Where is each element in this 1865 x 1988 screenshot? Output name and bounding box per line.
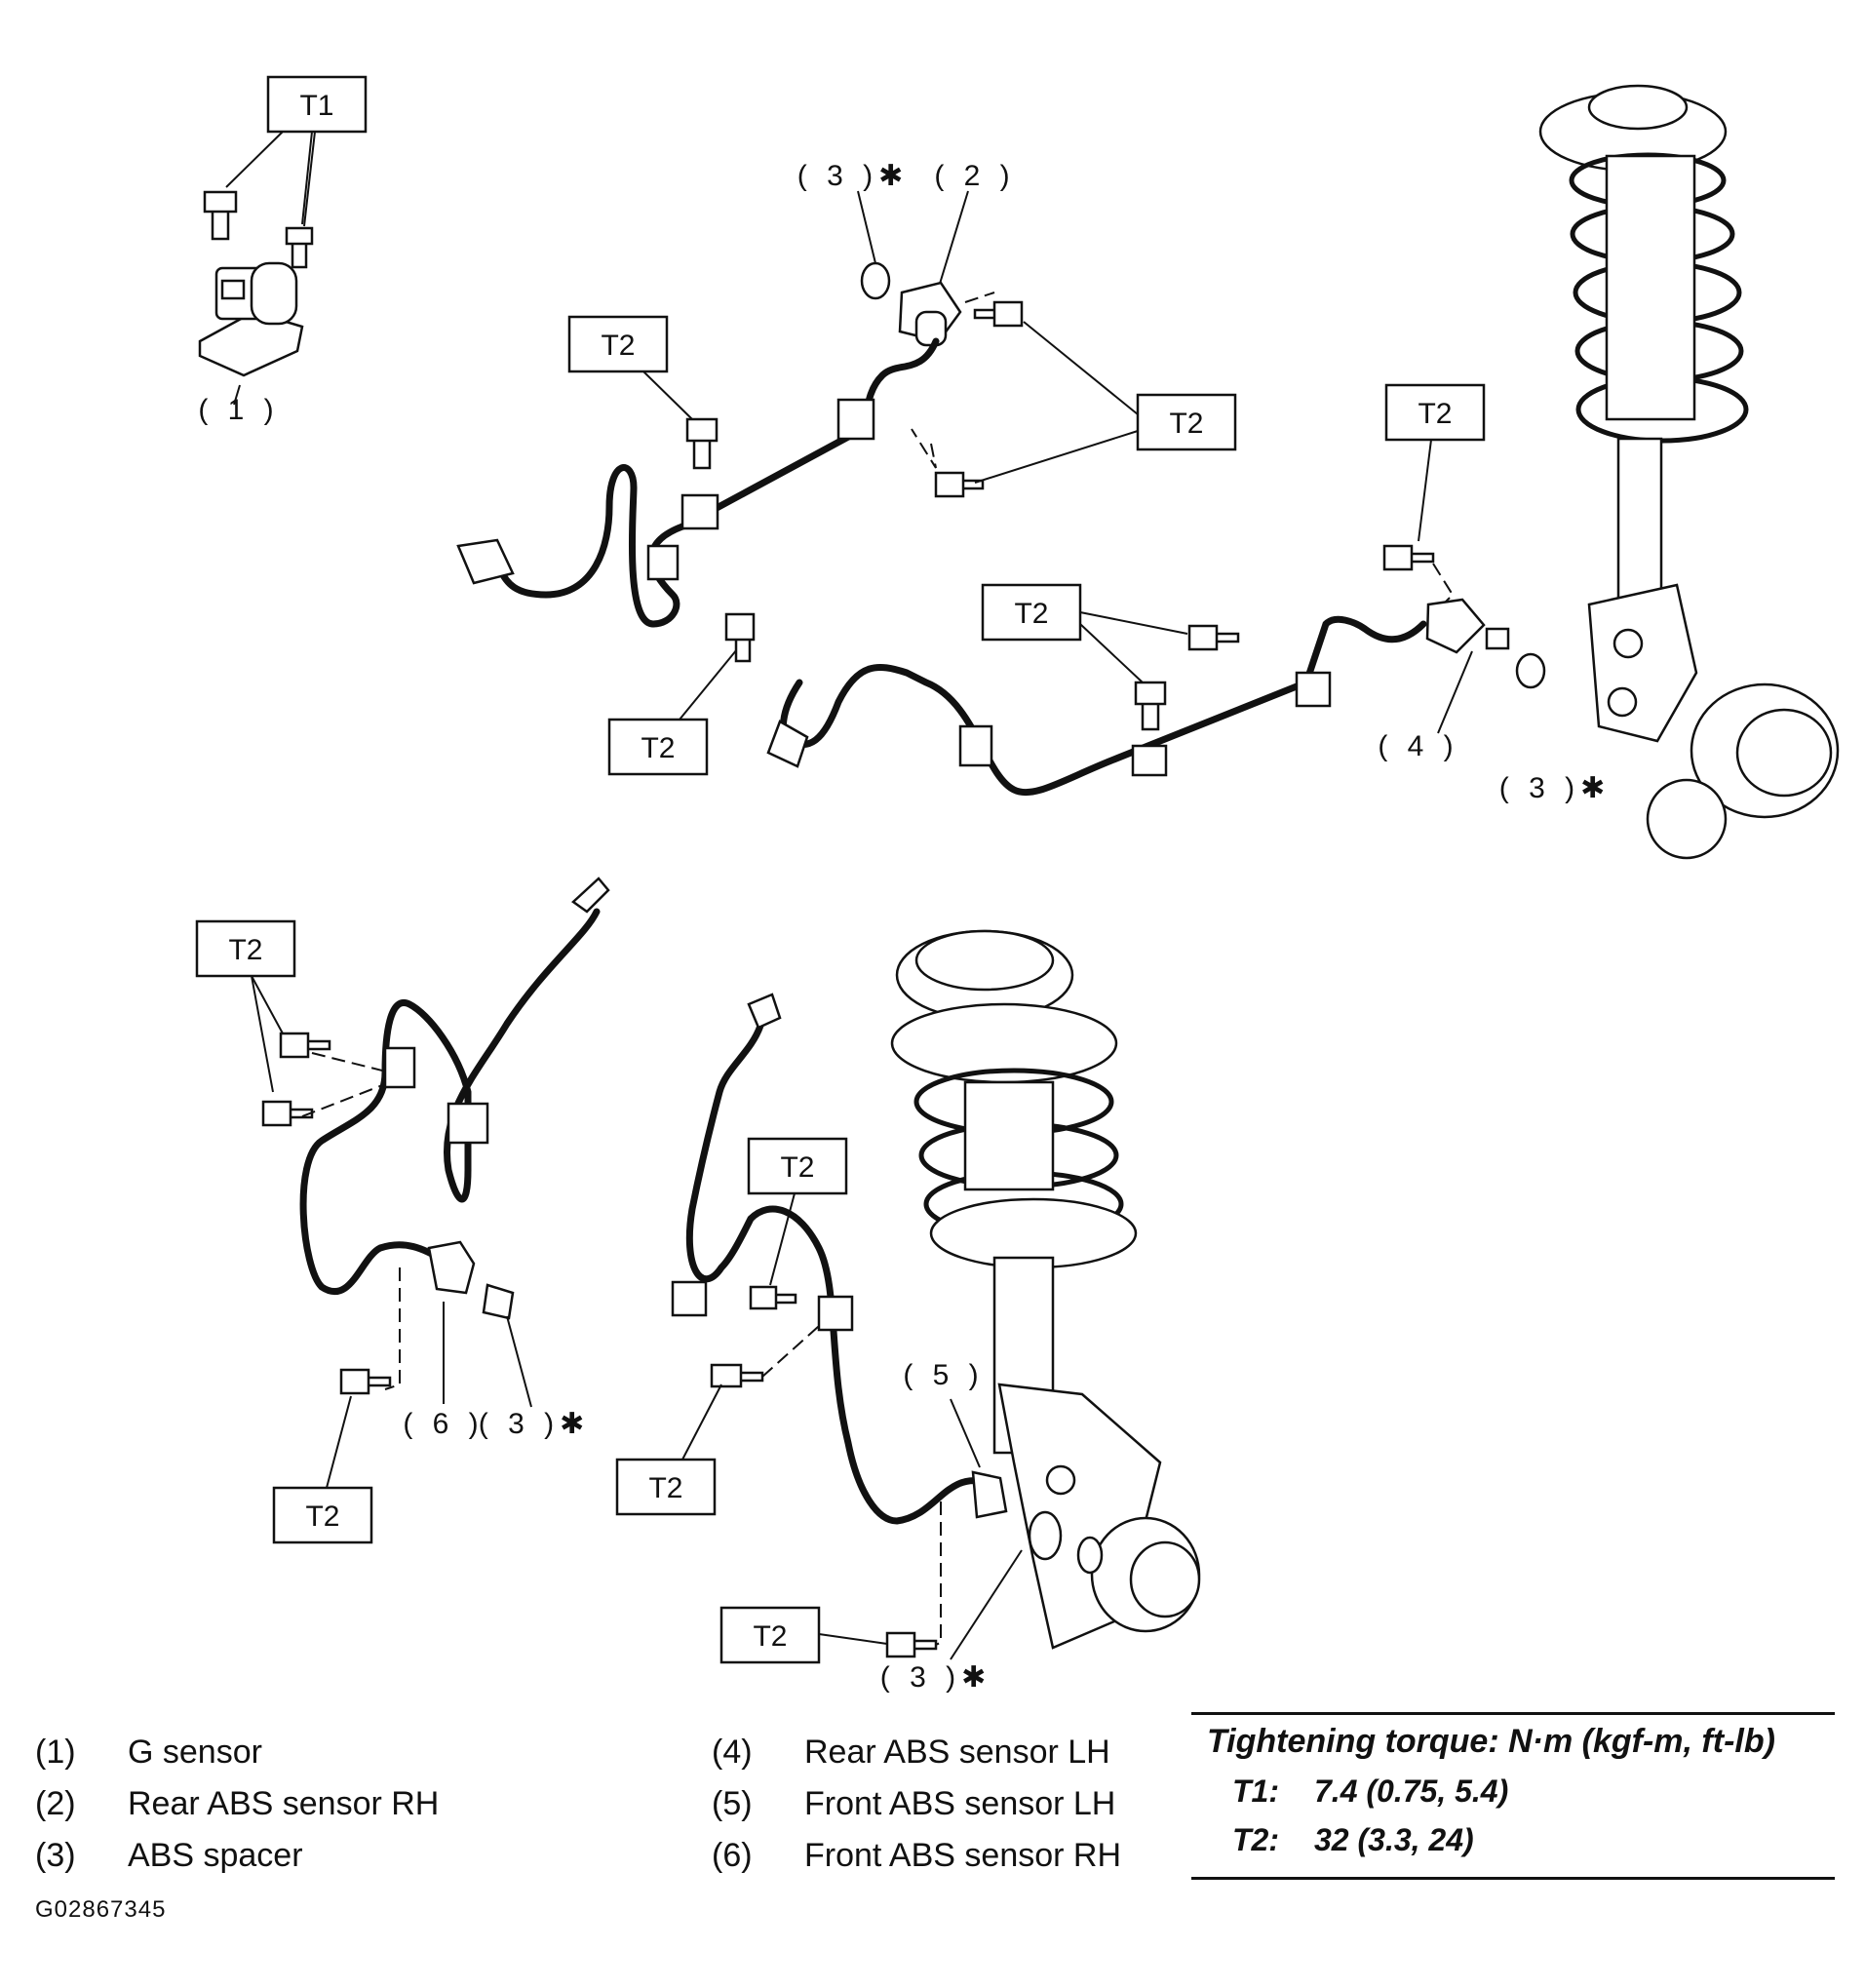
callout-3-front-lh: ( 3 )✱	[880, 1661, 991, 1694]
callout-6: ( 6 )	[403, 1408, 484, 1440]
torque-value: 7.4 (0.75, 5.4)	[1314, 1774, 1509, 1809]
legend-label: Front ABS sensor LH	[804, 1785, 1116, 1822]
tag-t2-rear-lh-a: T2	[1418, 398, 1452, 430]
tag-t2-front-lh-b: T2	[648, 1472, 682, 1504]
tag-t1: T1	[299, 90, 333, 122]
callout-3-front-rh: ( 3 )✱	[479, 1408, 590, 1440]
callout-2: ( 2 )	[934, 160, 1015, 192]
front-abs-sensor-lh-harness: T2 T2 ( 5 ) T2 ( 3 )✱	[615, 993, 1023, 1694]
legend-label: Rear ABS sensor LH	[804, 1734, 1110, 1771]
legend-label: ABS spacer	[128, 1837, 303, 1874]
torque-key: T2:	[1232, 1822, 1279, 1857]
front-abs-sensor-rh-harness: T2 ( 6 ) ( 3 )✱ T2	[195, 877, 610, 1544]
callout-3-rear-rh: ( 3 )✱	[797, 160, 909, 192]
tag-t2-rear-rh-b: T2	[1169, 408, 1203, 440]
rear-strut-assembly	[1538, 84, 1840, 860]
torque-row-t2: T2: 32 (3.3, 24)	[1232, 1822, 1474, 1858]
abs-sensor-exploded-diagram: T1 ( 1 ) ( 3 )✱ ( 2 )	[195, 75, 1840, 1694]
rear-abs-sensor-rh-harness: ( 3 )✱ ( 2 ) T2 T2 T2	[456, 160, 1237, 776]
callout-5: ( 5 )	[903, 1359, 984, 1391]
legend-num: (5)	[712, 1785, 753, 1822]
g-sensor-assembly: T1 ( 1 )	[198, 75, 368, 426]
legend-num: (6)	[712, 1837, 753, 1874]
torque-key: T1:	[1232, 1774, 1279, 1809]
legend-label: Front ABS sensor RH	[804, 1837, 1122, 1874]
tag-t2-rear-rh-c: T2	[641, 732, 675, 764]
figure-code: G02867345	[35, 1896, 167, 1923]
legend-label: Rear ABS sensor RH	[128, 1785, 440, 1822]
tag-t2-front-rh-b: T2	[305, 1501, 339, 1533]
torque-title: Tightening torque: N·m (kgf-m, ft-lb)	[1207, 1723, 1775, 1760]
tag-t2-rear-lh-b: T2	[1014, 598, 1048, 630]
tag-t2-front-lh-c: T2	[753, 1620, 787, 1653]
tag-t2-front-lh-a: T2	[780, 1151, 814, 1184]
legend-label: G sensor	[128, 1734, 262, 1771]
callout-1: ( 1 )	[198, 394, 279, 426]
torque-value: 32 (3.3, 24)	[1314, 1822, 1474, 1857]
torque-row-t1: T1: 7.4 (0.75, 5.4)	[1232, 1774, 1508, 1810]
legend-num: (3)	[35, 1837, 76, 1874]
front-strut-assembly	[890, 929, 1201, 1650]
tightening-torque-table: Tightening torque: N·m (kgf-m, ft-lb) T1…	[1191, 1712, 1835, 1880]
legend-num: (2)	[35, 1785, 76, 1822]
rear-abs-sensor-lh-harness: T2 T2 ( 4 ) ( 3 )✱	[766, 383, 1611, 804]
tag-t2-rear-rh-a: T2	[601, 330, 635, 362]
tag-t2-front-rh-a: T2	[228, 934, 262, 966]
callout-3-rear-lh: ( 3 )✱	[1499, 772, 1611, 804]
legend-num: (1)	[35, 1734, 76, 1771]
callout-4: ( 4 )	[1378, 730, 1458, 762]
legend-num: (4)	[712, 1734, 753, 1771]
